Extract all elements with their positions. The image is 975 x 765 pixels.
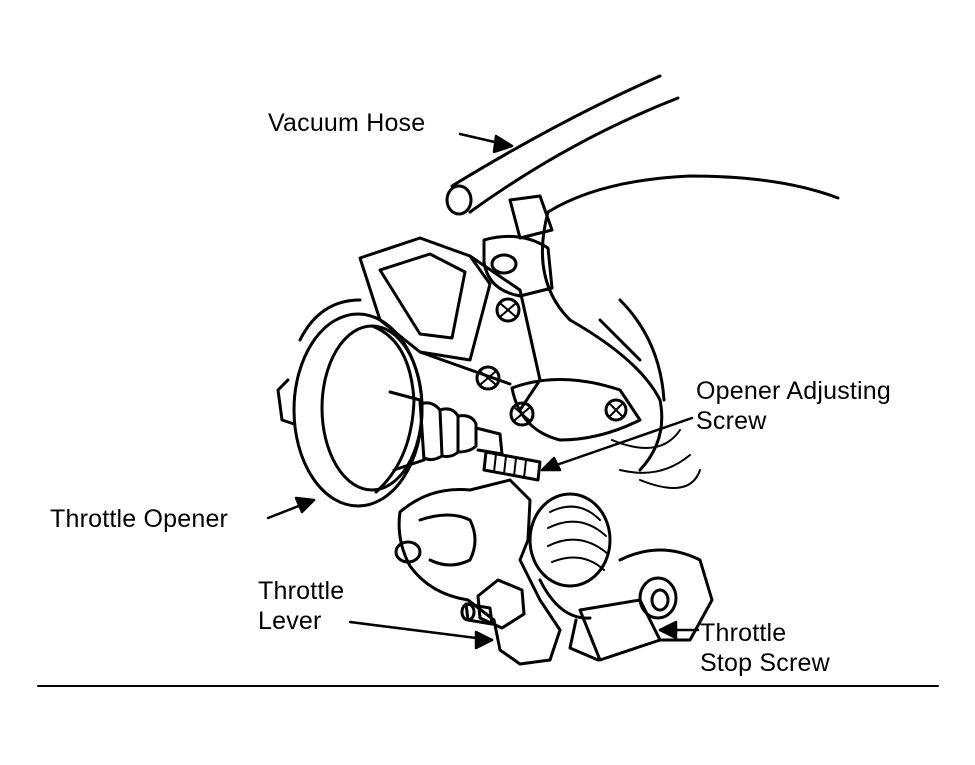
- label-throttle-stop-screw-line2: Stop Screw: [700, 649, 830, 677]
- label-opener-adjusting-screw-line2: Screw: [696, 407, 767, 435]
- label-throttle-lever-line1: Throttle: [258, 577, 345, 605]
- leader-arrows: [266, 132, 700, 650]
- throttle-spring-drawing: [528, 492, 612, 620]
- carburetor-body-drawing: [482, 174, 840, 489]
- throttle-stop-screw-drawing: [568, 548, 714, 662]
- label-vacuum-hose: Vacuum Hose: [268, 109, 426, 137]
- vacuum-hose-drawing: [445, 74, 680, 216]
- label-throttle-stop-screw-line1: Throttle: [700, 619, 787, 647]
- label-throttle-lever-line2: Lever: [258, 607, 322, 635]
- adjusting-screw-drawing: [482, 450, 542, 482]
- throttle-opener-drawing: [276, 298, 504, 508]
- label-throttle-opener: Throttle Opener: [50, 505, 229, 533]
- throttle-lever-drawing: [394, 478, 562, 666]
- label-opener-adjusting-screw-line1: Opener Adjusting: [696, 377, 891, 405]
